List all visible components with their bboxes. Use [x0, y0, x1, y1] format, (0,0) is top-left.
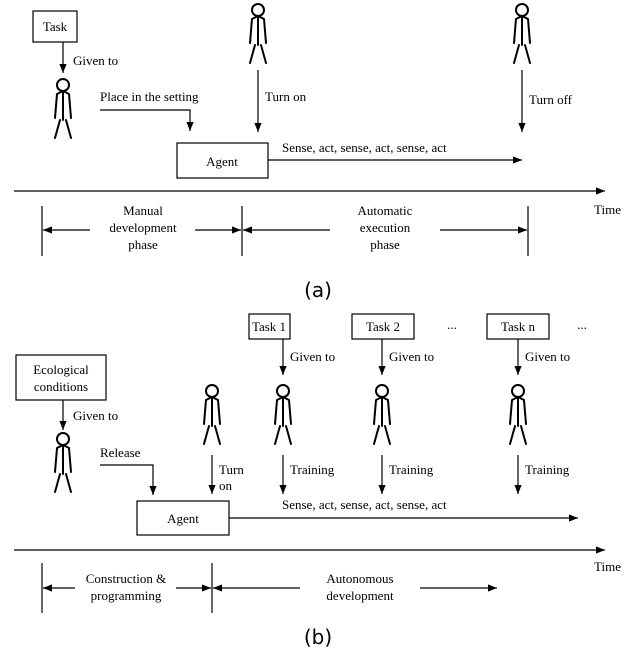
place-arrow	[100, 109, 194, 131]
release-arrow	[100, 464, 157, 495]
turn-on-line1: Turn	[219, 462, 244, 477]
person-figure	[203, 384, 221, 445]
person-figure	[54, 78, 72, 139]
eco-line1: Ecological	[33, 362, 89, 377]
phase-auto-line2: execution	[360, 220, 411, 235]
given-to-label: Given to	[290, 349, 335, 364]
person-figure	[54, 432, 72, 493]
eco-line2: conditions	[34, 379, 88, 394]
sense-act-label: Sense, act, sense, act, sense, act	[282, 140, 447, 155]
task-1-box: Task 1	[248, 313, 291, 340]
agent-label: Agent	[206, 154, 238, 169]
panel-b: Task 1 Task 2 ... Task n ... Given to Gi…	[14, 313, 621, 649]
agent-box: Agent	[136, 500, 230, 536]
given-to-label: Given to	[73, 408, 118, 423]
person-figure	[373, 384, 391, 445]
panel-a: Task Given to Place in the setting Turn …	[14, 3, 621, 302]
time-label: Time	[594, 202, 621, 217]
person-figure	[509, 384, 527, 445]
turn-on-label: Turn on	[265, 89, 307, 104]
turn-off-label: Turn off	[529, 92, 573, 107]
task-2-box: Task 2	[351, 313, 415, 340]
given-to-label: Given to	[73, 53, 118, 68]
caption-b: (b)	[304, 625, 332, 649]
training-label: Training	[290, 462, 335, 477]
agent-box: Agent	[176, 142, 269, 179]
ellipsis: ...	[447, 317, 457, 332]
phase-construction-line1: Construction &	[86, 571, 167, 586]
phase-auto-line1: Automatic	[358, 203, 413, 218]
phase-manual-line2: development	[109, 220, 177, 235]
sense-act-label: Sense, act, sense, act, sense, act	[282, 497, 447, 512]
person-figure	[249, 3, 267, 64]
phase-construction-line2: programming	[91, 588, 162, 603]
phase-manual-line3: phase	[128, 237, 158, 252]
person-figure	[274, 384, 292, 445]
phase-autonomous-line1: Autonomous	[326, 571, 393, 586]
person-figure	[513, 3, 531, 64]
task-box-label: Task	[43, 19, 68, 34]
ecological-conditions-box: Ecological conditions	[15, 354, 107, 401]
task-box: Task	[32, 10, 78, 43]
turn-on-line2: on	[219, 478, 233, 493]
given-to-label: Given to	[389, 349, 434, 364]
release-label: Release	[100, 445, 141, 460]
training-label: Training	[389, 462, 434, 477]
time-label: Time	[594, 559, 621, 574]
agent-label: Agent	[167, 511, 199, 526]
training-label: Training	[525, 462, 570, 477]
given-to-label: Given to	[525, 349, 570, 364]
caption-a: (a)	[304, 278, 332, 302]
task-n-label: Task n	[501, 319, 536, 334]
phase-manual-line1: Manual	[123, 203, 163, 218]
phase-auto-line3: phase	[370, 237, 400, 252]
task-2-label: Task 2	[366, 319, 400, 334]
task-n-box: Task n	[486, 313, 550, 340]
task-1-label: Task 1	[252, 319, 286, 334]
ellipsis: ...	[577, 317, 587, 332]
phase-autonomous-line2: development	[326, 588, 394, 603]
place-in-setting-label: Place in the setting	[100, 89, 199, 104]
